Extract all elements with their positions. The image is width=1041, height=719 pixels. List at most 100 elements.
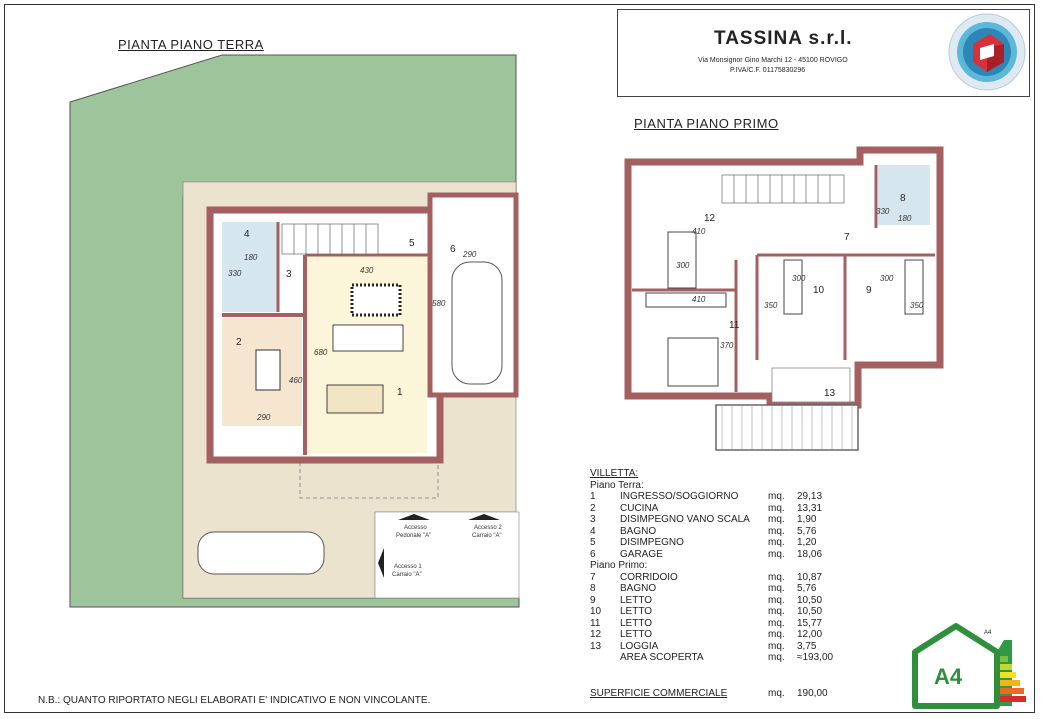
ground-floor-plan: 1 2 3 4 5 6 430 580 680 290 460 290 180 … xyxy=(69,54,520,608)
room-num-2: 2 xyxy=(236,337,242,348)
legend-unit: mq. xyxy=(768,617,785,629)
legend-room-name: CUCINA xyxy=(620,502,659,514)
bed-11 xyxy=(667,337,719,387)
company-logo xyxy=(948,13,1026,91)
driveway xyxy=(374,511,520,599)
dim-300-10: 300 xyxy=(792,274,806,283)
dim-290-kitchen: 290 xyxy=(256,413,271,422)
energy-top-tag: A4 xyxy=(984,630,992,636)
legend-area: 3,75 xyxy=(797,640,817,652)
legend-room-number: 11 xyxy=(590,617,601,629)
company-vat: P.IVA/C.F. 01175830296 xyxy=(730,67,806,74)
bed-9 xyxy=(904,259,924,315)
legend-unit: mq. xyxy=(768,640,785,652)
legend-heading: VILLETTA: xyxy=(590,468,639,479)
first-stairs xyxy=(721,174,845,204)
dim-300-12: 300 xyxy=(676,261,690,270)
legend-area: 29,13 xyxy=(797,491,823,502)
legend-area: 10,87 xyxy=(797,571,823,583)
legend-room-number: 3 xyxy=(590,514,596,525)
legend-room-name: BAGNO xyxy=(620,583,657,594)
legend-area: 5,76 xyxy=(797,525,817,537)
legend-room-name: LETTO xyxy=(620,594,653,606)
legend-room-name: CORRIDOIO xyxy=(620,571,678,583)
room-num-10: 10 xyxy=(813,285,825,296)
ground-floor-title: PIANTA PIANO TERRA xyxy=(118,37,264,52)
dim-410-11: 410 xyxy=(692,295,706,304)
dim-410-12: 410 xyxy=(692,227,706,236)
dim-180: 180 xyxy=(244,253,258,262)
dim-430: 430 xyxy=(360,266,374,275)
superficie-commerciale: SUPERFICIE COMMERCIALE mq. 190,00 xyxy=(590,688,828,699)
garage-car xyxy=(451,261,503,385)
access-pedonale-2: Pedonale "A" xyxy=(396,533,431,539)
legend-room-name: BAGNO xyxy=(620,525,657,537)
legend-area: 10,50 xyxy=(797,606,823,617)
sofa xyxy=(332,324,404,352)
legend-room-name: AREA SCOPERTA xyxy=(620,652,704,663)
bed-10 xyxy=(783,259,803,315)
bath-first xyxy=(878,165,930,225)
legend-ground-label: Piano Terra: xyxy=(590,479,644,491)
superficie-unit: mq. xyxy=(768,688,785,699)
dim-180-first: 180 xyxy=(898,214,912,223)
legend-room-number: 4 xyxy=(590,525,596,537)
legend-room-name: DISIMPEGNO VANO SCALA xyxy=(620,514,750,525)
room-num-6: 6 xyxy=(450,244,456,255)
legend-room-name: DISIMPEGNO xyxy=(620,537,684,548)
access-carraio2-1: Accesso 2 xyxy=(474,525,502,531)
first-floor-title: PIANTA PIANO PRIMO xyxy=(634,116,779,131)
balcony xyxy=(715,404,859,451)
dim-350-10: 350 xyxy=(764,301,778,310)
legend-area: 12,00 xyxy=(797,629,823,640)
room-num-7: 7 xyxy=(844,232,850,243)
legend-unit: mq. xyxy=(768,629,785,640)
room-num-4: 4 xyxy=(244,229,250,240)
legend-unit: mq. xyxy=(768,514,785,525)
legend-area: 1,90 xyxy=(797,514,817,525)
wardrobe-11 xyxy=(645,292,727,308)
bed-12 xyxy=(667,231,697,289)
legend-area: 18,06 xyxy=(797,548,823,560)
legend-room-name: LOGGIA xyxy=(620,640,659,652)
legend-room-number: 2 xyxy=(590,502,596,514)
room-num-12: 12 xyxy=(704,213,716,224)
legend-room-name: GARAGE xyxy=(620,548,663,560)
legend-row: 3 DISIMPEGNO VANO SCALA mq. 1,90 xyxy=(590,514,816,526)
dim-680: 680 xyxy=(314,348,328,357)
company-name: TASSINA s.r.l. xyxy=(714,28,853,49)
legend-room-number: 1 xyxy=(590,491,596,502)
room-num-3: 3 xyxy=(286,269,292,280)
access-carraio2-2: Carraio "A" xyxy=(472,533,502,539)
legend-room-number: 12 xyxy=(590,629,602,640)
legend-area: 13,31 xyxy=(797,502,823,514)
legend-room-number: 7 xyxy=(590,571,596,583)
legend-room-number: 13 xyxy=(590,640,602,652)
dim-330: 330 xyxy=(228,269,242,278)
legend-unit: mq. xyxy=(768,548,785,560)
legend-room-number: 6 xyxy=(590,548,596,560)
bath-fill xyxy=(222,222,278,312)
dim-330-first: 330 xyxy=(876,207,890,216)
legend-unit: mq. xyxy=(768,594,785,606)
legend-room-number: 8 xyxy=(590,583,596,594)
legend-room-number: 9 xyxy=(590,594,596,606)
room-num-9: 9 xyxy=(866,285,872,296)
loggia xyxy=(771,367,851,403)
legend-area: ≈193,00 xyxy=(797,652,834,663)
legend-unit: mq. xyxy=(768,583,785,594)
dim-580: 580 xyxy=(432,299,446,308)
energy-class-badge: A4 A4 xyxy=(912,623,1026,709)
room-num-13: 13 xyxy=(824,388,836,399)
dim-350-9: 350 xyxy=(910,301,924,310)
